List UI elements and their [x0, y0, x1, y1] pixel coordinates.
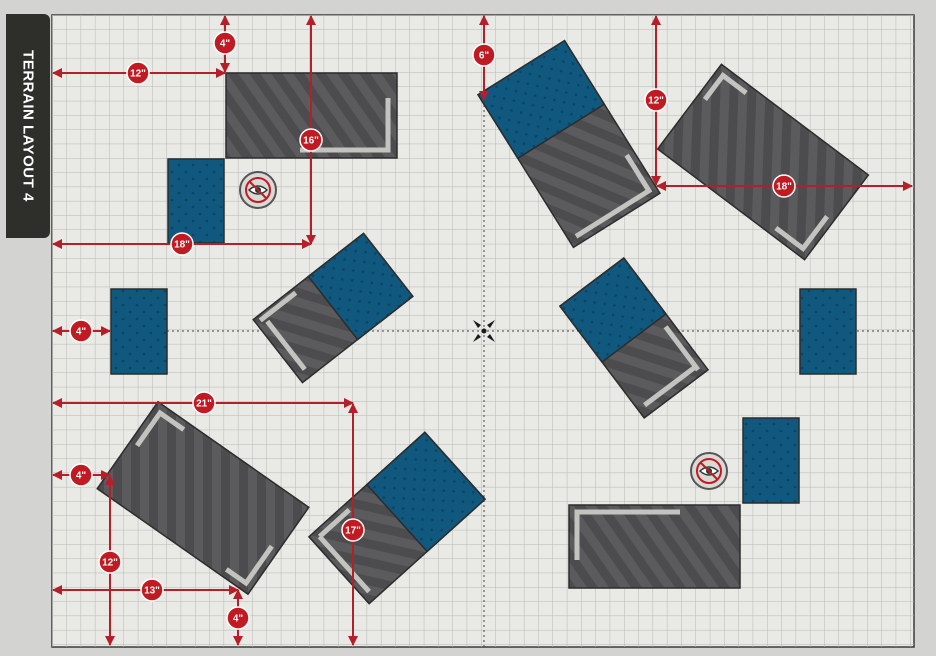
measurement-marker-mid-left-4: 4"	[69, 319, 93, 343]
area-terrain-left	[110, 288, 168, 375]
measurement-marker-top-left-18: 18"	[170, 232, 194, 256]
measurement-label: 17"	[345, 526, 361, 537]
area-terrain-top-left	[167, 158, 225, 244]
measurement-label: 12"	[102, 558, 118, 569]
ruin-left-center	[252, 232, 414, 384]
ruin-bottom-right	[568, 504, 741, 589]
title-tab: TERRAIN LAYOUT 4	[6, 14, 50, 238]
measurement-label: 12"	[130, 69, 146, 80]
measurement-marker-top-right-12: 12"	[644, 88, 668, 112]
measurement-marker-bottom-left-13: 13"	[140, 578, 164, 602]
measurement-label: 6"	[479, 51, 490, 62]
measurement-label: 18"	[174, 240, 190, 251]
ruin-bottom-left	[96, 400, 310, 596]
measurement-label: 21"	[196, 399, 212, 410]
measurement-marker-top-left-4: 4"	[213, 31, 237, 55]
measurement-marker-right-18: 18"	[772, 174, 796, 198]
measurement-marker-top-center-6: 6"	[472, 43, 496, 67]
measurement-marker-bottom-left-12: 12"	[98, 550, 122, 574]
measurement-label: 12"	[648, 96, 664, 107]
measurement-marker-top-left-16: 16"	[299, 128, 323, 152]
measurement-marker-top-left-12: 12"	[126, 61, 150, 85]
measurement-label: 18"	[776, 182, 792, 193]
page-title: TERRAIN LAYOUT 4	[19, 50, 37, 202]
measurement-label: 4"	[220, 39, 231, 50]
measurement-marker-bottom-17: 17"	[341, 518, 365, 542]
eye-objective-icon	[239, 171, 277, 209]
measurement-marker-left-21: 21"	[192, 391, 216, 415]
board-center-icon	[473, 320, 495, 342]
ruin-top-right-2	[656, 63, 870, 261]
measurement-marker-bottom-4: 4"	[226, 606, 250, 630]
area-terrain-right	[799, 288, 857, 375]
ruin-top-right-1	[477, 39, 661, 249]
measurement-label: 4"	[76, 327, 87, 338]
measurement-label: 16"	[303, 136, 319, 147]
measurement-label: 13"	[144, 586, 160, 597]
eye-objective-icon	[690, 452, 728, 490]
area-terrain-bottom-right	[742, 417, 800, 504]
measurement-label: 4"	[76, 471, 87, 482]
measurement-marker-bottom-left-4: 4"	[69, 463, 93, 487]
ruin-right-center	[558, 256, 710, 420]
measurement-label: 4"	[233, 614, 244, 625]
